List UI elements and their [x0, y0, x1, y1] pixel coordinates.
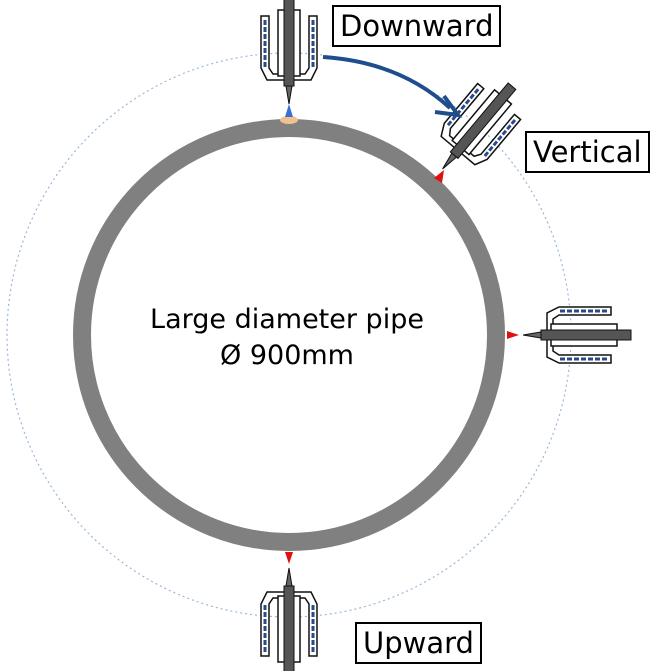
arc-horizontal: [507, 331, 519, 339]
torch-upward: [259, 566, 319, 671]
torch-path-circle: [6, 52, 572, 618]
label-vertical: Vertical: [525, 131, 650, 173]
arc-upward: [285, 552, 293, 564]
label-upward: Upward: [355, 622, 482, 664]
label-downward: Downward: [332, 5, 502, 47]
torch-downward: [259, 0, 319, 106]
direction-arrow: [322, 55, 452, 110]
pipe-title: Large diameter pipe: [150, 304, 424, 335]
arc-vertical: [434, 170, 444, 183]
arc-downward: [285, 104, 293, 117]
pipe-ring: [73, 119, 505, 551]
weld-bead: [280, 116, 298, 124]
pipe-diameter: Ø 900mm: [220, 340, 354, 371]
torch-vertical: [419, 66, 535, 189]
arrow-head-icon: [434, 94, 463, 118]
